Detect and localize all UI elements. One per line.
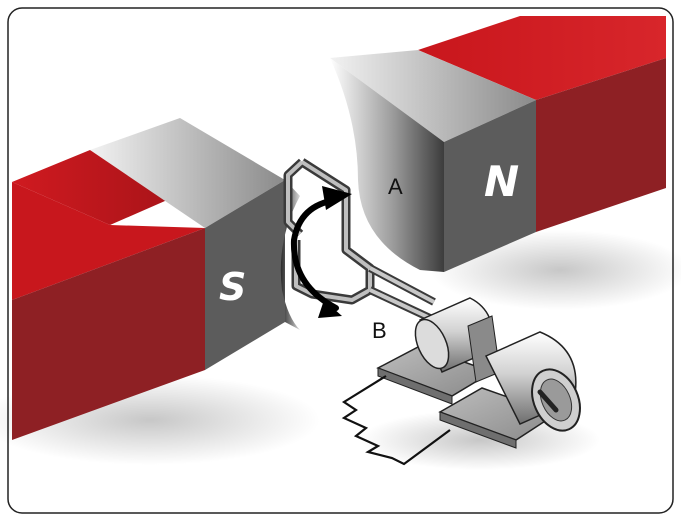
north-magnet-front-red [536, 58, 666, 232]
rotation-arrow-head-bottom [318, 300, 342, 318]
north-pole-label: N [484, 157, 519, 206]
resistor-wire [341, 375, 451, 466]
rotation-arrow-head-top [322, 186, 352, 210]
south-magnet-top-red-fill [12, 182, 205, 300]
brush-plate-upper-edge [377, 367, 453, 405]
south-magnet-top-red [12, 150, 190, 225]
north-magnet-top-red [418, 16, 666, 100]
north-magnet [330, 16, 666, 272]
shaft-leads-inner [369, 266, 435, 320]
external-circuit [341, 375, 451, 466]
point-b-label: B [372, 318, 387, 343]
commutator [414, 297, 581, 432]
point-a-label: A [388, 174, 403, 199]
north-pole-curved-face [330, 58, 444, 272]
south-pole-label: S [219, 265, 246, 309]
slip-ring-back-face [414, 318, 450, 370]
axle [537, 389, 559, 413]
south-magnet-front-red [12, 228, 205, 440]
south-magnet [12, 118, 300, 440]
rotation-arrow [290, 186, 352, 318]
north-magnet-top-silver [330, 50, 536, 142]
north-pole-face [444, 100, 536, 272]
south-magnet-top-silver [90, 118, 285, 228]
slip-ring-front-inner [539, 378, 573, 422]
rotation-arrow-curve [290, 197, 339, 311]
south-pole-face [205, 180, 285, 370]
armature-loop [283, 158, 436, 322]
brush-plate-lower-edge [439, 411, 517, 449]
